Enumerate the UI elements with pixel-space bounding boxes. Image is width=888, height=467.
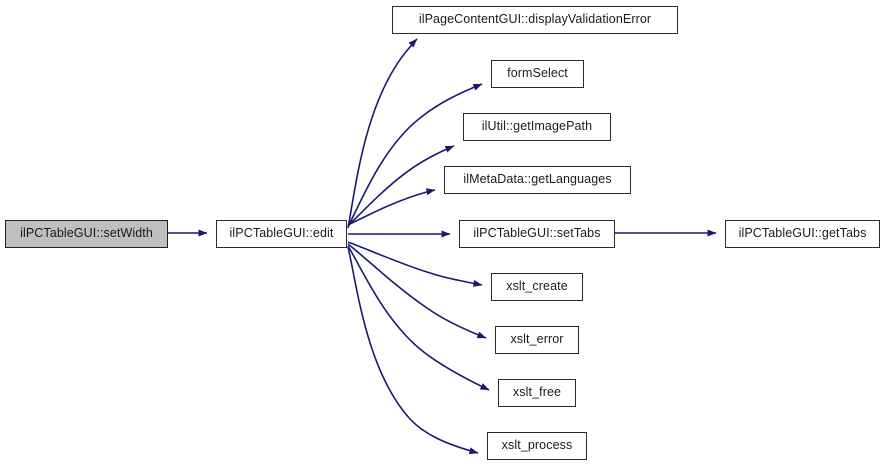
edge-edit-to-formselect <box>347 83 483 228</box>
edge-edit-to-xslt-create <box>347 241 483 287</box>
edge-edit-to-xslt-process <box>347 246 479 455</box>
node-formselect[interactable]: formSelect <box>491 60 584 88</box>
node-xslt-process[interactable]: xslt_process <box>487 432 587 460</box>
edge-edit-to-xslt-free <box>347 245 490 391</box>
edge-edit-to-displayvalidationerror <box>347 38 418 229</box>
node-xslt-create[interactable]: xslt_create <box>491 273 583 301</box>
node-xslt-error[interactable]: xslt_error <box>495 326 579 354</box>
node-ilutil-getimagepath[interactable]: ilUtil::getImagePath <box>463 113 611 141</box>
node-ilpagecontentgui-displayvalidationerror[interactable]: ilPageContentGUI::displayValidationError <box>392 6 678 34</box>
edge-edit-to-getlanguages <box>347 188 436 226</box>
edge-edit-to-getimagepath <box>347 145 455 227</box>
node-ilmetadata-getlanguages[interactable]: ilMetaData::getLanguages <box>444 166 631 194</box>
node-ilpctablegui-setwidth[interactable]: ilPCTableGUI::setWidth <box>5 220 168 248</box>
node-ilpctablegui-settabs[interactable]: ilPCTableGUI::setTabs <box>459 220 615 248</box>
node-ilpctablegui-gettabs[interactable]: ilPCTableGUI::getTabs <box>725 220 880 248</box>
node-xslt-free[interactable]: xslt_free <box>498 379 576 407</box>
edge-edit-to-xslt-error <box>347 243 487 339</box>
node-ilpctablegui-edit[interactable]: ilPCTableGUI::edit <box>216 220 347 248</box>
